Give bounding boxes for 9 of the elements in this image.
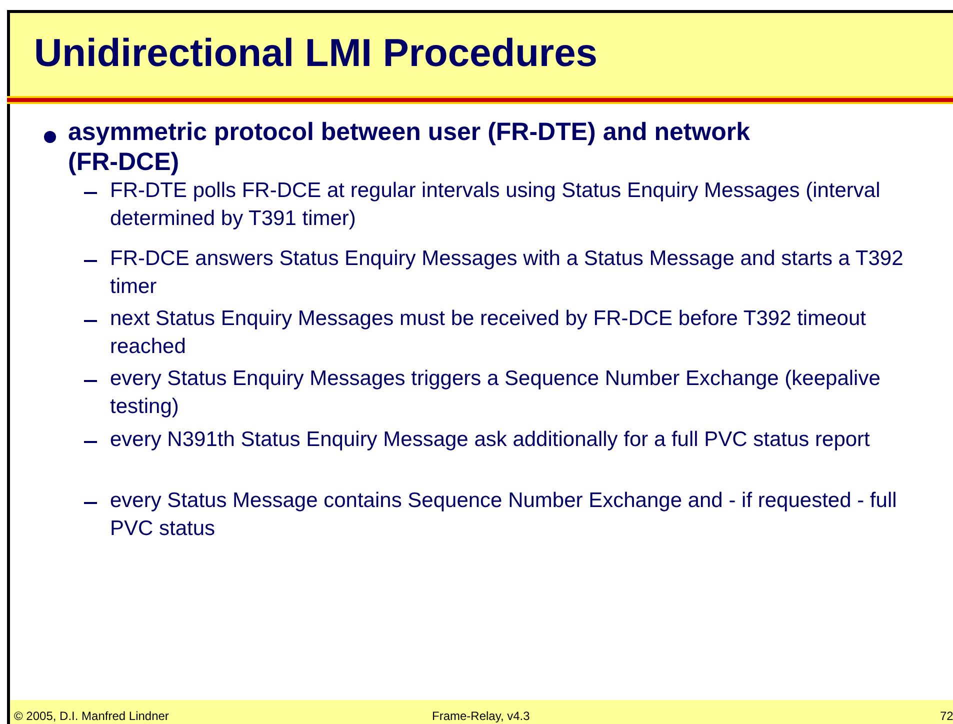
footer-text: © 2005, D.I. Manfred Lindner — [14, 709, 169, 723]
slide-title: Unidirectional LMI Procedures — [34, 32, 598, 76]
sub-bullet-text: every Status Enquiry Messages triggers a Sequence Number Exchange (keepalive testing) — [110, 366, 882, 420]
sub-bullet-text: every N391th Status Enquiry Message ask additionally for a full PVC status report — [110, 427, 871, 453]
footer-text: Frame-Relay, v4.3 — [432, 709, 530, 723]
sub-bullet-text: every Status Message contains Sequence Number Exchange and - if requested - full PVC status — [110, 488, 898, 542]
sub-bullet-text: FR-DTE polls FR-DCE at regular intervals using Status Enquiry Messages (interval determined by T391 timer) — [110, 178, 882, 232]
footer-text: 72 — [940, 709, 953, 723]
bullet-text: asymmetric protocol between user (FR-DTE) and network (FR-DCE) — [68, 117, 752, 177]
